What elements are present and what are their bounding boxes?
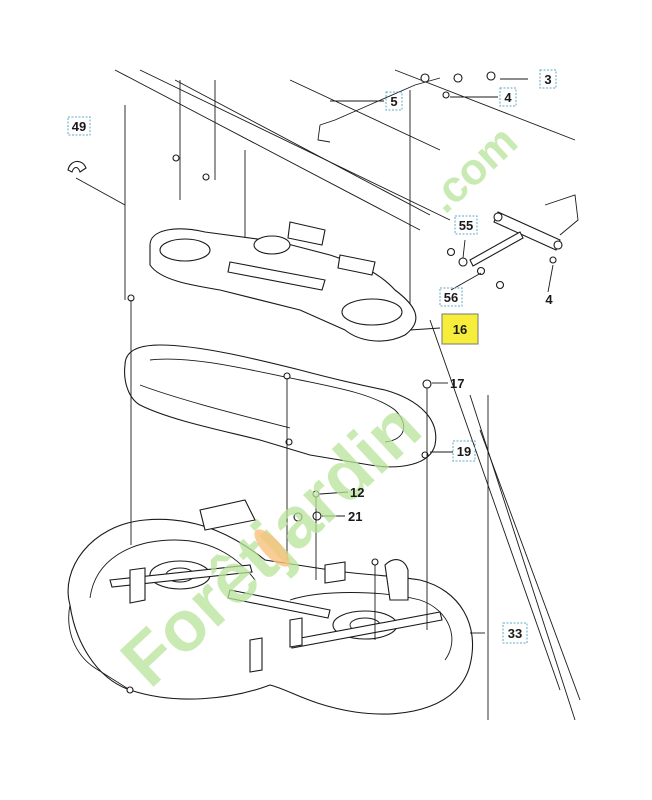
callout-55: 55 [454,215,478,235]
callout-33-label: 33 [508,626,522,641]
gasket [124,344,437,468]
callout-4-top: 4 [499,87,517,107]
clip-part [67,160,126,206]
callout-5-label: 5 [390,94,397,109]
frame-lines [114,69,581,721]
callout-49-label: 49 [72,119,86,134]
callout-19: 19 [452,440,476,462]
callout-4-right: 4 [545,292,553,307]
watermark-suffix-text: .com [418,116,527,222]
callout-19-label: 19 [457,444,471,459]
callout-12-label: 12 [350,485,364,500]
callout-3-label: 3 [544,72,551,87]
callout-16-highlighted: 16 [441,313,479,345]
callout-16-label: 16 [453,322,467,337]
callout-17-label: 17 [450,376,464,391]
callout-3: 3 [539,69,557,89]
hardware [126,154,432,694]
watermark-orange-accent [254,529,290,567]
callout-55-label: 55 [459,218,473,233]
callout-21: 21 [348,509,362,524]
callout-17: 17 [450,376,464,391]
linkage-assembly [317,71,579,290]
callout-56-label: 56 [444,290,458,305]
callout-33: 33 [502,622,528,644]
leader-lines [319,78,554,517]
callout-21-label: 21 [348,509,362,524]
top-cover [149,221,417,342]
mower-deck [67,499,485,715]
callout-56: 56 [439,287,463,307]
callout-49: 49 [67,116,91,136]
callout-4-right-label: 4 [545,292,553,307]
callout-12: 12 [350,485,364,500]
callout-5: 5 [385,91,403,111]
watermark-suffix: .com [418,116,527,222]
callout-4-top-label: 4 [504,90,512,105]
